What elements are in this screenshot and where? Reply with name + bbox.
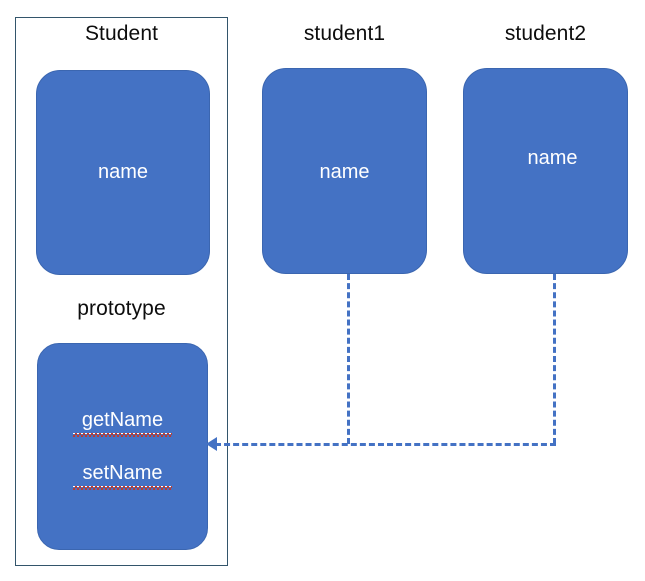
prototype-title: prototype (77, 297, 166, 320)
instance2-title: student2 (504, 22, 587, 45)
instance2-box[interactable] (463, 68, 628, 274)
instance2-name-property: name (527, 147, 578, 169)
instance1-box[interactable] (262, 68, 427, 274)
instance1-name-property: name (319, 161, 370, 183)
connector-arrowhead-icon (206, 437, 217, 451)
student-class-container (15, 17, 228, 566)
student-name-property: name (97, 161, 149, 183)
connector-horizontal-to-prototype (215, 443, 556, 446)
connector-instance1-vertical (347, 274, 350, 444)
instance1-title: student1 (303, 22, 386, 45)
prototype-method-setname[interactable]: setName (73, 461, 172, 490)
prototype-method-getname[interactable]: getName (73, 408, 172, 437)
student-class-title: Student (84, 22, 159, 45)
student-class-box[interactable] (36, 70, 210, 275)
prototype-box[interactable] (37, 343, 208, 550)
connector-instance2-vertical (553, 274, 556, 444)
